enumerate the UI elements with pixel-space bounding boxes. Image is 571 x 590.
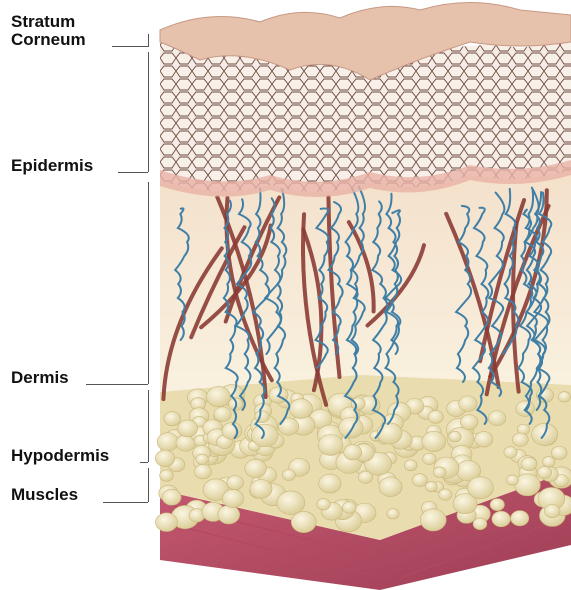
fat-cell — [504, 447, 517, 458]
fat-cell — [218, 505, 240, 524]
leader-muscles — [103, 502, 148, 503]
fat-cell — [387, 509, 399, 519]
fat-cell — [512, 433, 528, 447]
label-muscles: Muscles — [11, 485, 78, 504]
fat-cell — [318, 434, 343, 455]
fat-cell — [339, 417, 364, 438]
fat-cell — [420, 509, 446, 531]
fat-cell — [282, 469, 295, 480]
fat-cell — [543, 457, 556, 468]
fat-cell — [433, 467, 446, 478]
fat-cell — [521, 457, 537, 471]
leader-hypodermis — [140, 462, 148, 463]
label-hypodermis: Hypodermis — [11, 446, 109, 465]
fat-cell — [162, 489, 181, 505]
bracket-stratum-corneum — [148, 34, 149, 47]
label-stratum-corneum-line1: Stratum — [11, 12, 75, 31]
fat-cell — [194, 464, 211, 479]
fat-cell — [196, 454, 208, 465]
hypodermis-layer — [155, 375, 571, 540]
fat-cell — [460, 415, 478, 430]
fat-cell — [351, 398, 365, 410]
fat-cell — [404, 460, 417, 471]
fat-cell — [319, 474, 341, 493]
fat-cell — [342, 502, 356, 514]
fat-cell — [488, 411, 506, 426]
fat-cell — [155, 450, 174, 466]
fat-cell — [251, 424, 278, 447]
fat-cell — [423, 453, 436, 464]
fat-cell — [439, 489, 452, 500]
fat-cell — [551, 446, 567, 459]
fat-cell — [207, 386, 231, 406]
fat-cell — [222, 489, 243, 507]
fat-cell — [278, 418, 298, 435]
bracket-dermis — [148, 182, 149, 384]
label-dermis: Dermis — [11, 368, 69, 387]
leader-stratum-corneum — [112, 46, 148, 47]
fat-cell — [558, 392, 570, 403]
bracket-muscles — [148, 468, 149, 502]
fat-cell — [164, 412, 181, 426]
fat-cell — [506, 475, 518, 485]
bracket-hypodermis — [148, 390, 149, 462]
fat-cell — [473, 518, 487, 530]
fat-cell — [289, 399, 312, 419]
fat-cell — [245, 459, 267, 478]
fat-cell — [214, 407, 231, 422]
fat-cell — [317, 499, 331, 510]
fat-cell — [156, 513, 178, 532]
fat-cell — [537, 466, 551, 478]
label-stratum-corneum-line2: Corneum — [11, 30, 86, 49]
fat-cell — [514, 474, 540, 496]
fat-cell — [250, 480, 272, 499]
fat-cell — [277, 491, 305, 515]
fat-cell — [467, 477, 493, 499]
leader-dermis — [86, 384, 148, 385]
fat-cell — [412, 474, 427, 487]
fat-cell — [157, 433, 178, 451]
fat-cell — [227, 476, 244, 490]
fat-cell — [490, 499, 504, 511]
fat-cell — [379, 477, 402, 497]
fat-cell — [449, 431, 461, 442]
fat-cell — [358, 471, 372, 483]
fat-cell — [459, 396, 477, 412]
fat-cell — [511, 511, 529, 526]
fat-cell — [428, 410, 443, 423]
leader-epidermis — [118, 172, 148, 173]
fat-cell — [544, 504, 560, 517]
fat-cell — [377, 423, 402, 444]
fat-cell — [475, 432, 493, 447]
label-epidermis: Epidermis — [11, 156, 93, 175]
fat-cell — [344, 445, 362, 460]
bracket-epidermis — [148, 52, 149, 172]
fat-cell — [492, 511, 510, 527]
fat-cell — [222, 422, 242, 439]
fat-cell — [160, 470, 174, 482]
fat-cell — [422, 431, 446, 451]
fat-cell — [425, 481, 437, 491]
fat-cell — [291, 511, 316, 532]
fat-cell — [178, 420, 198, 437]
